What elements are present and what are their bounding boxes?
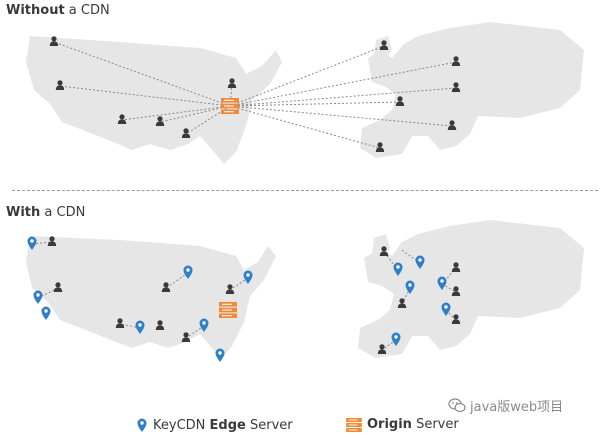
heading-with-rest: a CDN	[40, 205, 86, 220]
heading-without-cdn: Without a CDN	[6, 3, 110, 18]
origin-server-icon-top	[220, 97, 240, 115]
section-divider	[12, 190, 598, 191]
us-map-top	[26, 36, 282, 164]
watermark-text: java版web项目	[470, 400, 564, 415]
origin-server-icon-bottom	[218, 301, 238, 319]
europe-map-top	[360, 22, 584, 158]
watermark: java版web项目	[448, 396, 563, 415]
legend-edge-suffix: Server	[249, 417, 293, 433]
heading-with-cdn: With a CDN	[6, 205, 85, 220]
legend-origin-bold: Origin	[367, 417, 412, 432]
heading-without-rest: a CDN	[64, 3, 110, 18]
legend-origin-server: Origin Server	[346, 417, 459, 432]
pin-icon	[137, 418, 147, 432]
wechat-icon	[448, 398, 466, 413]
heading-without-bold: Without	[6, 3, 65, 18]
legend-origin-suffix: Server	[416, 417, 459, 432]
legend-edge-prefix: KeyCDN	[153, 417, 206, 433]
server-icon	[346, 417, 362, 432]
legend-edge-server: KeyCDN Edge Server	[136, 417, 293, 433]
heading-with-bold: With	[6, 205, 41, 220]
europe-map-bottom	[358, 220, 584, 358]
legend-edge-bold: Edge	[209, 417, 246, 433]
us-map-bottom	[26, 236, 276, 358]
